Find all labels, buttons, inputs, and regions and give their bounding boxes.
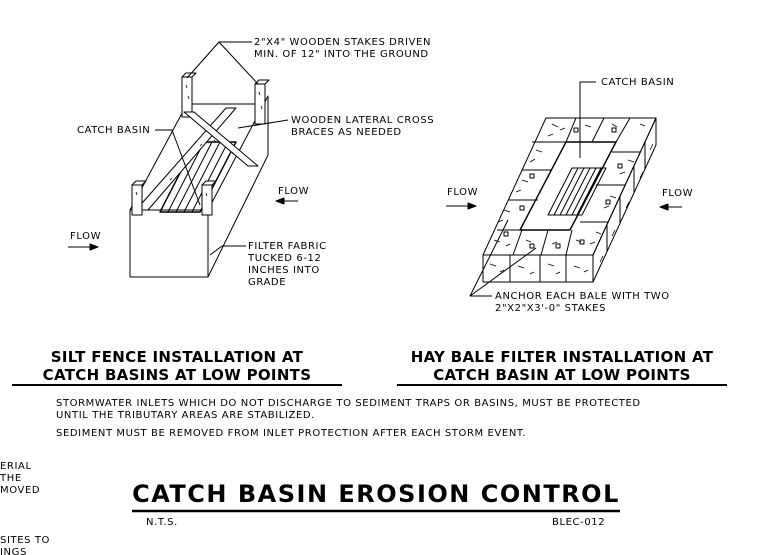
note-sediment: SEDIMENT MUST BE REMOVED FROM INLET PROT… [56, 428, 527, 439]
hay-bale-title: HAY BALE FILTER INSTALLATION AT CATCH BA… [397, 348, 727, 384]
hay-bale-title-line1: HAY BALE FILTER INSTALLATION AT [410, 348, 714, 366]
bale-front-face [482, 254, 594, 283]
cutoff-text-fragment-2: SITES TO INGS [0, 535, 51, 555]
fabric-side-panel [207, 95, 269, 278]
drawing-title: CATCH BASIN EROSION CONTROL [132, 480, 620, 508]
flow-label-left: FLOW [447, 187, 479, 198]
silt-fence-drawing [68, 41, 298, 278]
flow-label-right: FLOW [662, 188, 694, 199]
cross-brace-2 [183, 111, 259, 167]
catch-basin-callout-right: CATCH BASIN [601, 77, 675, 88]
anchor-callout: ANCHOR EACH BALE WITH TWO 2"X2"X3'-0" ST… [495, 291, 670, 314]
stake-rear-left [181, 72, 197, 118]
drawing-code: BLEC-012 [552, 517, 606, 528]
flow-arrow-left [446, 202, 477, 210]
braces-callout: WOODEN LATERAL CROSS BRACES AS NEEDED [291, 115, 435, 138]
silt-fence-title-line2: CATCH BASINS AT LOW POINTS [42, 366, 312, 384]
silt-fence-title: SILT FENCE INSTALLATION AT CATCH BASINS … [12, 348, 342, 384]
catch-basin-callout-left: CATCH BASIN [77, 125, 151, 136]
scale-label: N.T.S. [146, 517, 178, 528]
stake-front-left [131, 180, 147, 216]
flow-arrow-right [659, 203, 682, 211]
cutoff-text-fragment-1: ERIAL THE MOVED [0, 461, 41, 496]
stake-rear-right [254, 79, 270, 125]
flow-arrow-left-side [68, 243, 99, 251]
cross-brace-1 [135, 107, 237, 211]
hay-bale-drawing [446, 81, 682, 297]
filter-fabric-callout: FILTER FABRIC TUCKED 6-12 INCHES INTO GR… [248, 241, 327, 288]
bale-ring-opening [519, 141, 617, 231]
hay-grate [547, 167, 607, 216]
stakes-callout: 2"X4" WOODEN STAKES DRIVEN MIN. OF 12" I… [254, 37, 432, 60]
silt-fence-title-line1: SILT FENCE INSTALLATION AT [50, 348, 304, 366]
bale-side-face [592, 117, 657, 283]
flow-label-left-side: FLOW [70, 231, 102, 242]
hay-bale-title-line2: CATCH BASIN AT LOW POINTS [433, 366, 691, 384]
flow-arrow-right-side [275, 197, 298, 205]
note-inlets: STORMWATER INLETS WHICH DO NOT DISCHARGE… [56, 398, 641, 421]
bale-ring-top [482, 117, 657, 256]
flow-label-right-side: FLOW [278, 186, 310, 197]
stake-front-right [201, 180, 217, 216]
fabric-front-panel [129, 209, 209, 278]
